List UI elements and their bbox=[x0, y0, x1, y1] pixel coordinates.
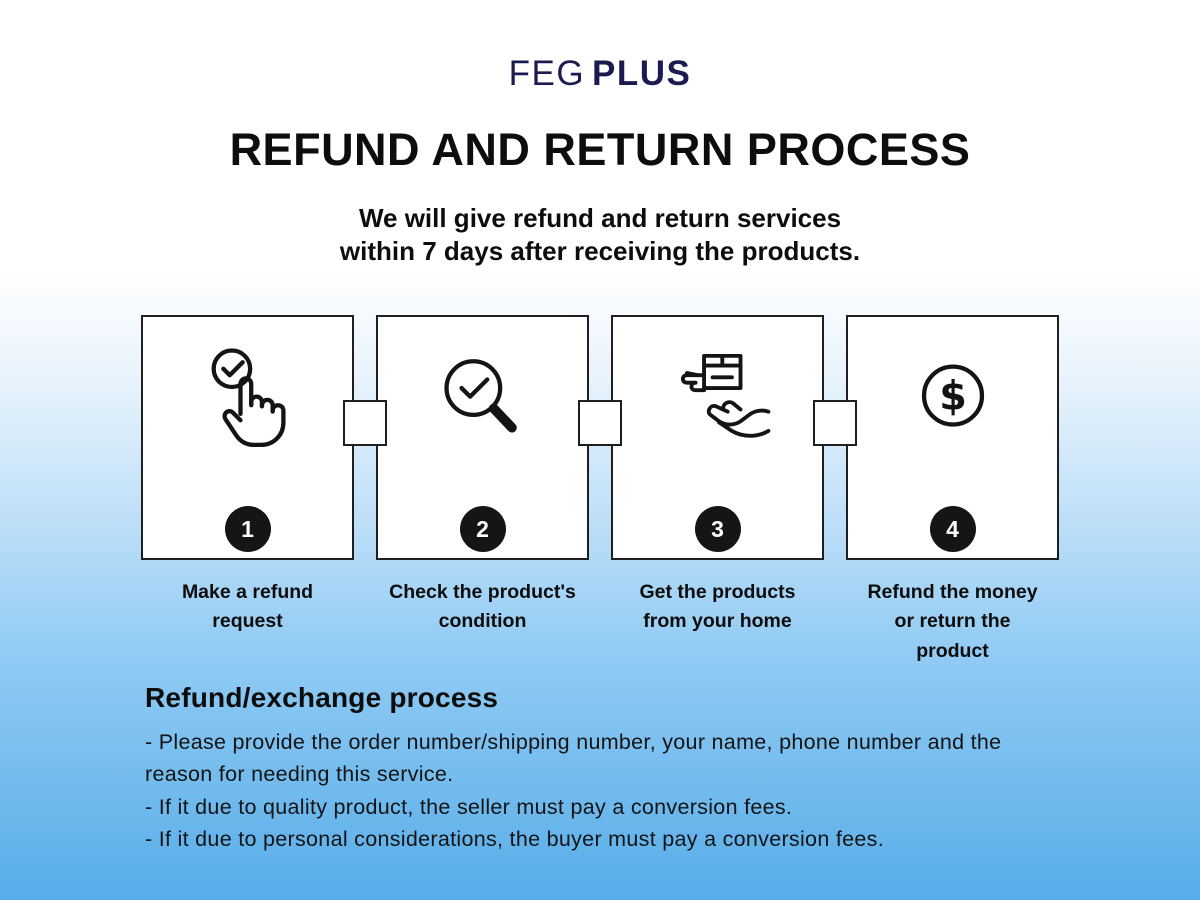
step-connector-1-2 bbox=[343, 400, 387, 446]
step-1-box: 1 bbox=[141, 315, 354, 560]
step-2: 2 Check the product's condition bbox=[376, 315, 589, 666]
subtitle-line-2: within 7 days after receiving the produc… bbox=[339, 236, 861, 267]
step-4: $ 4 Refund the money or return the produ… bbox=[846, 315, 1059, 666]
details-heading: Refund/exchange process bbox=[145, 682, 499, 713]
step-1: 1 Make a refund request bbox=[141, 315, 354, 666]
process-steps: 1 Make a refund request 2 Check the prod… bbox=[141, 315, 1059, 666]
tap-check-icon bbox=[211, 348, 286, 448]
step-label: Refund the money or return the product bbox=[867, 581, 1038, 662]
step-label: Make a refund request bbox=[181, 581, 314, 633]
step-number-badge: 1 bbox=[224, 506, 271, 552]
step-number-badge: 4 bbox=[929, 506, 976, 552]
step-connector-3-4 bbox=[813, 400, 857, 446]
step-2-box: 2 bbox=[376, 315, 589, 560]
step-3-box: 3 bbox=[611, 315, 824, 560]
step-3: 3 Get the products from your home bbox=[611, 315, 824, 666]
step-4-box: $ 4 bbox=[846, 315, 1059, 560]
step-number-badge: 2 bbox=[459, 506, 506, 552]
details-bullet-3: - If it due to personal considerations, … bbox=[145, 826, 884, 851]
magnifier-check-icon bbox=[443, 359, 517, 433]
subtitle-line-1: We will give refund and return services bbox=[358, 203, 842, 233]
step-connector-2-3 bbox=[578, 400, 622, 446]
dollar-circle-icon: $ bbox=[921, 364, 984, 427]
svg-text:$: $ bbox=[939, 374, 967, 420]
details-bullet-1: - Please provide the order number/shippi… bbox=[145, 730, 1002, 787]
page-title: REFUND AND RETURN PROCESS bbox=[229, 124, 971, 175]
brand-logo-bold: PLUS bbox=[592, 54, 692, 93]
step-label: Check the product's condition bbox=[389, 581, 576, 633]
details-bullet-2: - If it due to quality product, the sell… bbox=[145, 794, 793, 819]
refund-exchange-details: Refund/exchange process - Please provide… bbox=[145, 682, 1075, 855]
package-handover-icon bbox=[680, 353, 770, 438]
subtitle: We will give refund and return services … bbox=[0, 202, 1200, 268]
brand-logo-light: FEG bbox=[508, 54, 586, 93]
step-number-badge: 3 bbox=[694, 506, 741, 552]
step-label: Get the products from your home bbox=[639, 581, 796, 633]
